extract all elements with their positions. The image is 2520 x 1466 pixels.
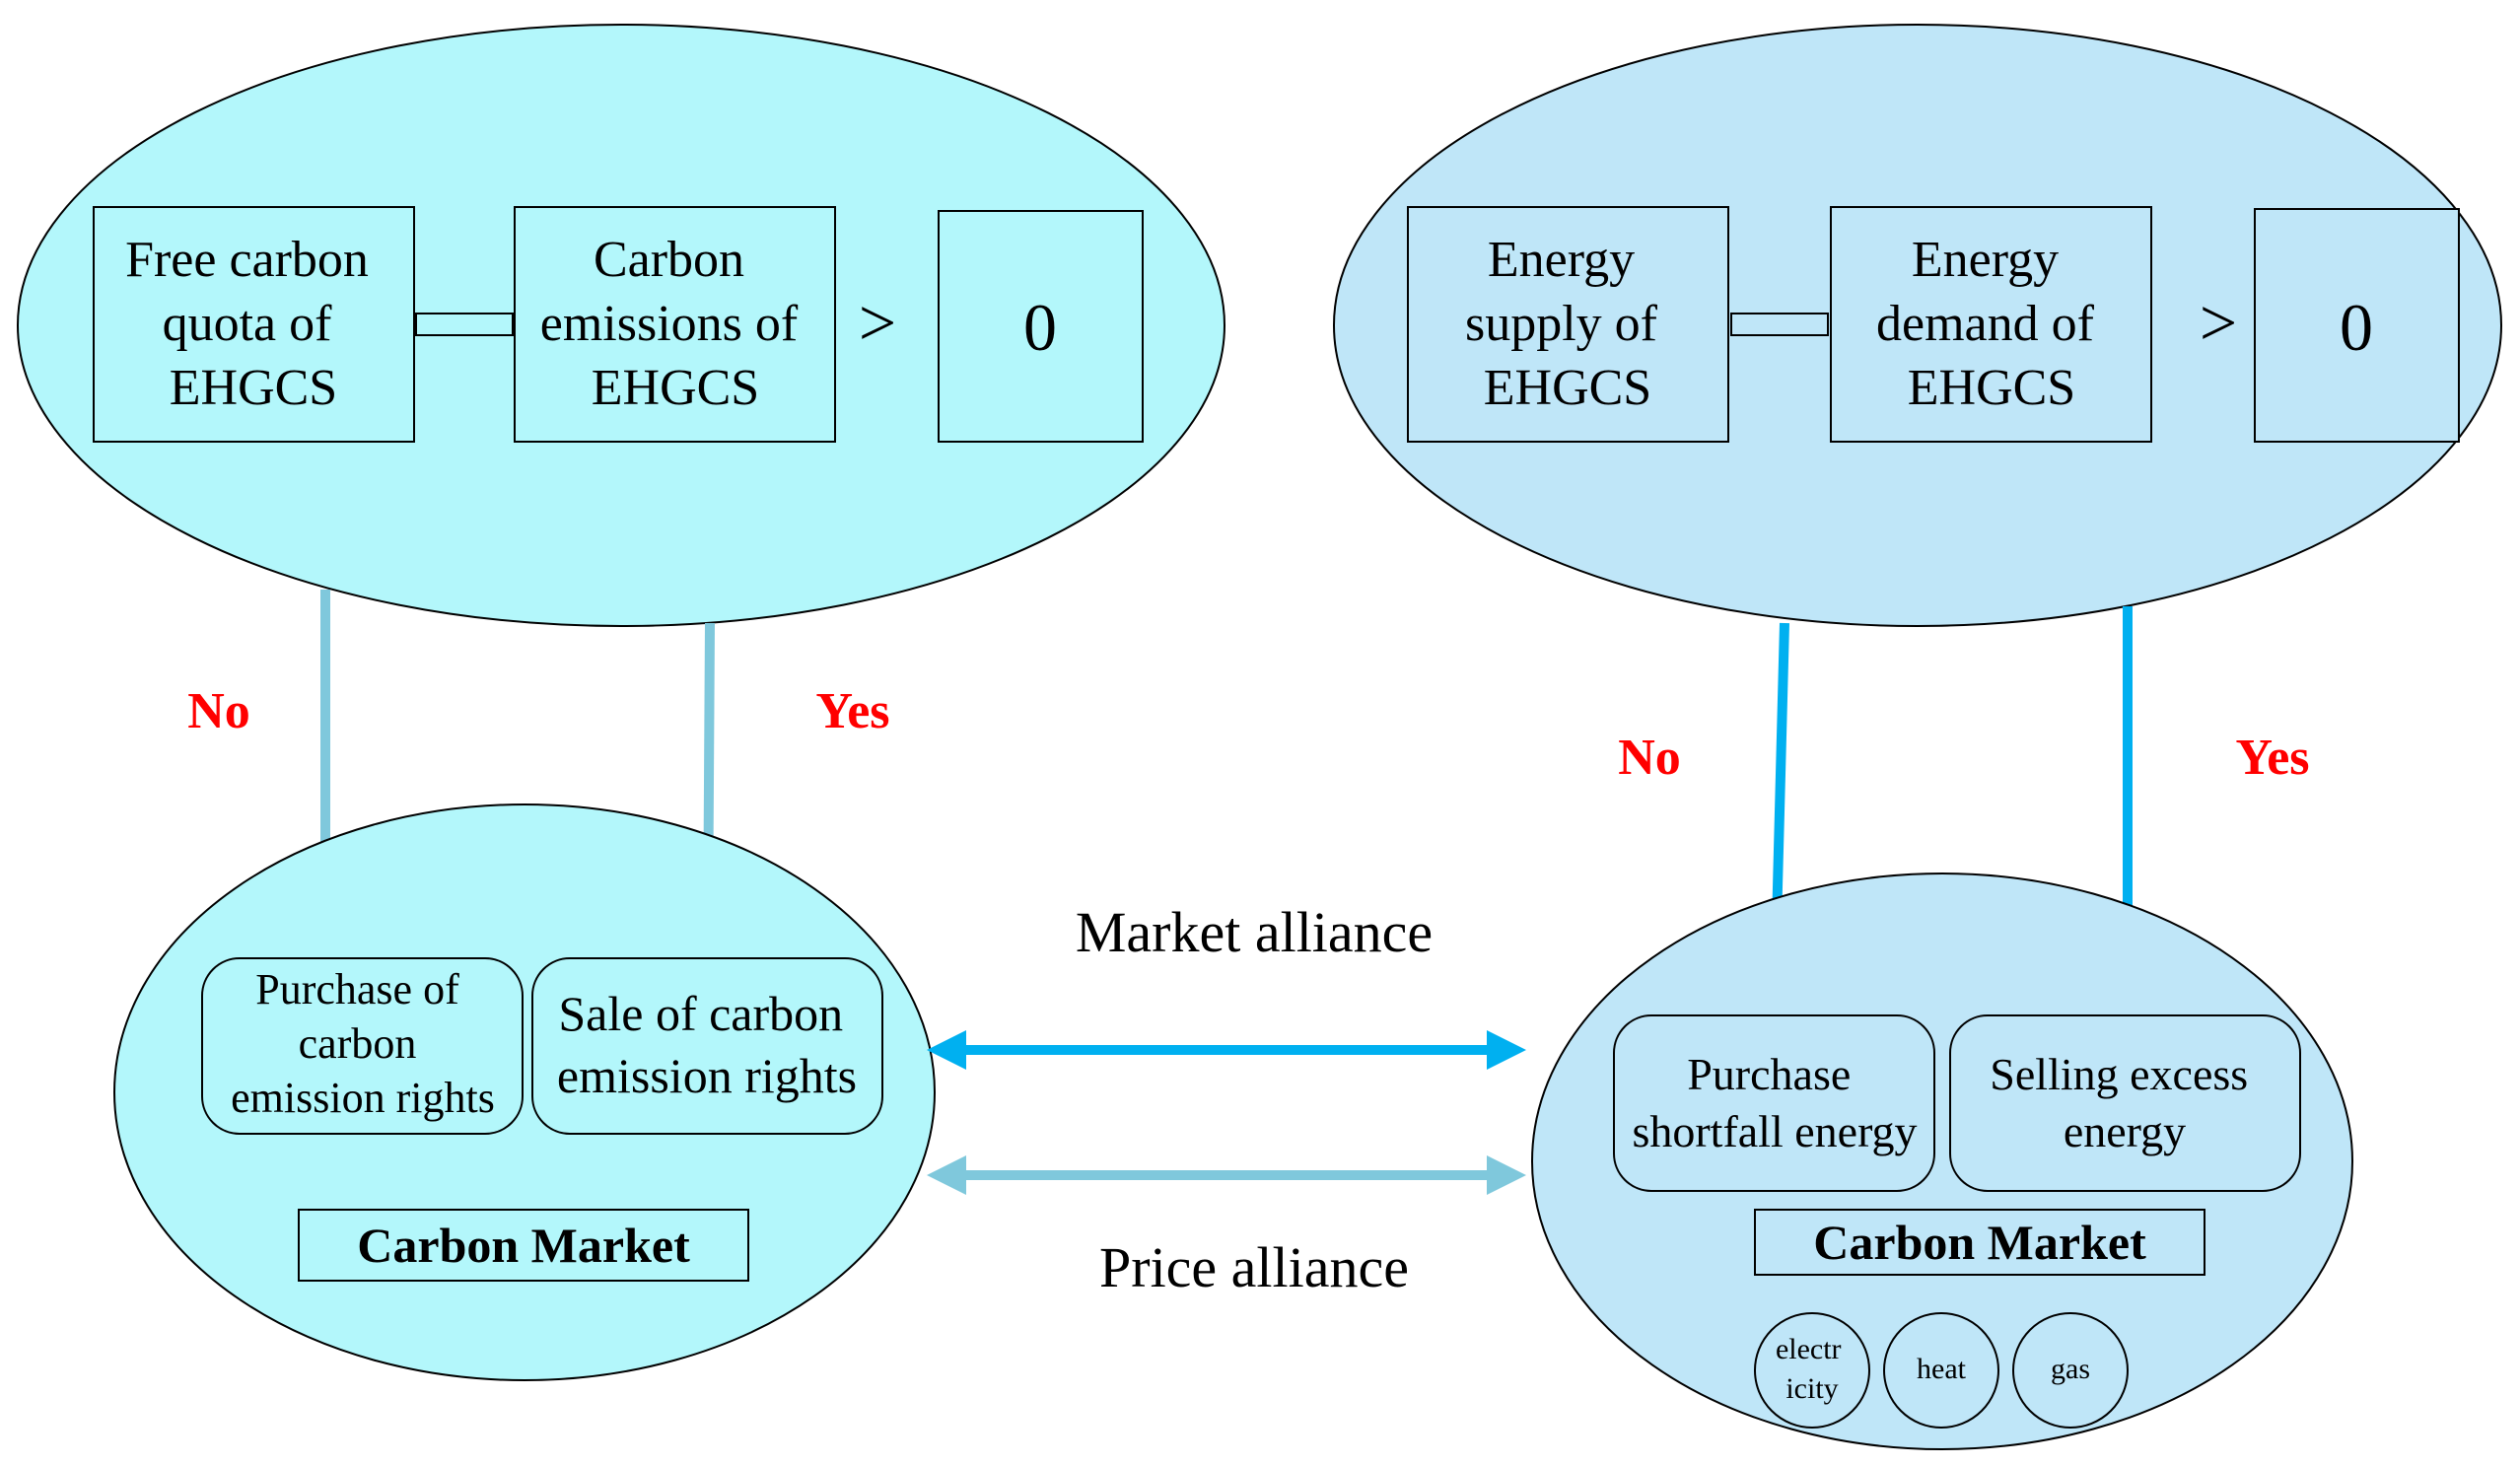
right-no-label: No [1618, 730, 1681, 786]
energy-supply-line: EHGCS [1484, 360, 1651, 416]
zero-value: 0 [1023, 290, 1057, 365]
right-yes-label: Yes [2235, 730, 2309, 786]
purchase-carbon-rights-box [201, 957, 524, 1135]
market-alliance-label: Market alliance [1076, 900, 1433, 964]
greater-than-sign: > [2200, 285, 2237, 360]
zero-box [938, 210, 1144, 443]
top-left-condition-group: Free carbon quota of EHGCS Carbon emissi… [17, 24, 1225, 627]
heat-circle [1883, 1312, 1999, 1429]
sale-carbon-rights-text: Sale of carbon emission rights [557, 986, 857, 1103]
energy-demand-line: EHGCS [1908, 360, 2075, 416]
selling-excess-box [1949, 1014, 2301, 1192]
carbon-market-title: Carbon Market [357, 1218, 690, 1273]
carbon-emissions-line: EHGCS [592, 360, 759, 416]
selling-excess-line: energy [2064, 1106, 2186, 1156]
purchase-carbon-rights-line: Purchase of [255, 965, 459, 1013]
free-carbon-quota-line: quota of [163, 296, 333, 352]
purchase-carbon-rights-text: Purchase of carbon emission rights [231, 965, 495, 1122]
purchase-shortfall-line: shortfall energy [1632, 1106, 1917, 1156]
free-carbon-quota-line: EHGCS [170, 360, 337, 416]
bottom-left-carbon-market-group: Purchase of carbon emission rights Sale … [113, 803, 936, 1381]
purchase-shortfall-line: Purchase [1687, 1049, 1851, 1099]
purchase-carbon-rights-line: carbon [299, 1019, 417, 1068]
gas-circle [2012, 1312, 2129, 1429]
left-yes-label: Yes [815, 683, 889, 739]
sale-carbon-rights-box [531, 957, 883, 1135]
left-no-label: No [187, 683, 250, 739]
electricity-line: electr [1776, 1333, 1842, 1365]
carbon-emissions-line: Carbon [594, 232, 744, 288]
bottom-right-carbon-market-group: Purchase shortfall energy Selling excess… [1531, 873, 2353, 1450]
greater-than-sign: > [859, 285, 896, 360]
energy-supply-line: Energy [1488, 232, 1635, 288]
energy-supply-line: supply of [1465, 296, 1658, 352]
selling-excess-text: Selling excess energy [1990, 1049, 2259, 1156]
purchase-shortfall-text: Purchase shortfall energy [1632, 1049, 1917, 1156]
energy-demand-text: Energy demand of EHGCS [1876, 232, 2107, 416]
electricity-label: electr icity [1776, 1333, 1849, 1405]
minus-sign [415, 313, 514, 336]
zero-box [2254, 208, 2460, 443]
carbon-emissions-line: emissions of [540, 296, 799, 352]
carbon-market-title-box [298, 1209, 749, 1282]
energy-demand-box [1830, 206, 2152, 443]
sale-carbon-rights-line: emission rights [557, 1048, 857, 1103]
carbon-market-title: Carbon Market [1813, 1215, 2146, 1270]
minus-sign [1730, 313, 1829, 336]
selling-excess-line: Selling excess [1990, 1049, 2248, 1099]
sale-carbon-rights-line: Sale of carbon [558, 986, 843, 1041]
carbon-emissions-text: Carbon emissions of EHGCS [540, 232, 810, 416]
top-right-condition-group: Energy supply of EHGCS Energy demand of … [1333, 24, 2502, 627]
electricity-circle [1754, 1312, 1870, 1429]
price-alliance-label: Price alliance [1099, 1235, 1409, 1299]
energy-supply-text: Energy supply of EHGCS [1465, 232, 1670, 416]
electricity-line: icity [1785, 1372, 1838, 1405]
free-carbon-quota-box [93, 206, 415, 443]
free-carbon-quota-text: Free carbon quota of EHGCS [125, 232, 382, 416]
purchase-shortfall-box [1613, 1014, 1935, 1192]
zero-value: 0 [2340, 290, 2373, 365]
carbon-emissions-box [514, 206, 836, 443]
energy-demand-line: demand of [1876, 296, 2095, 352]
free-carbon-quota-line: Free carbon [125, 232, 369, 288]
carbon-market-title-box [1754, 1209, 2205, 1276]
purchase-carbon-rights-line: emission rights [231, 1074, 495, 1122]
energy-demand-line: Energy [1912, 232, 2059, 288]
energy-supply-box [1407, 206, 1729, 443]
gas-label: gas [2051, 1353, 2090, 1385]
heat-label: heat [1917, 1353, 1967, 1385]
